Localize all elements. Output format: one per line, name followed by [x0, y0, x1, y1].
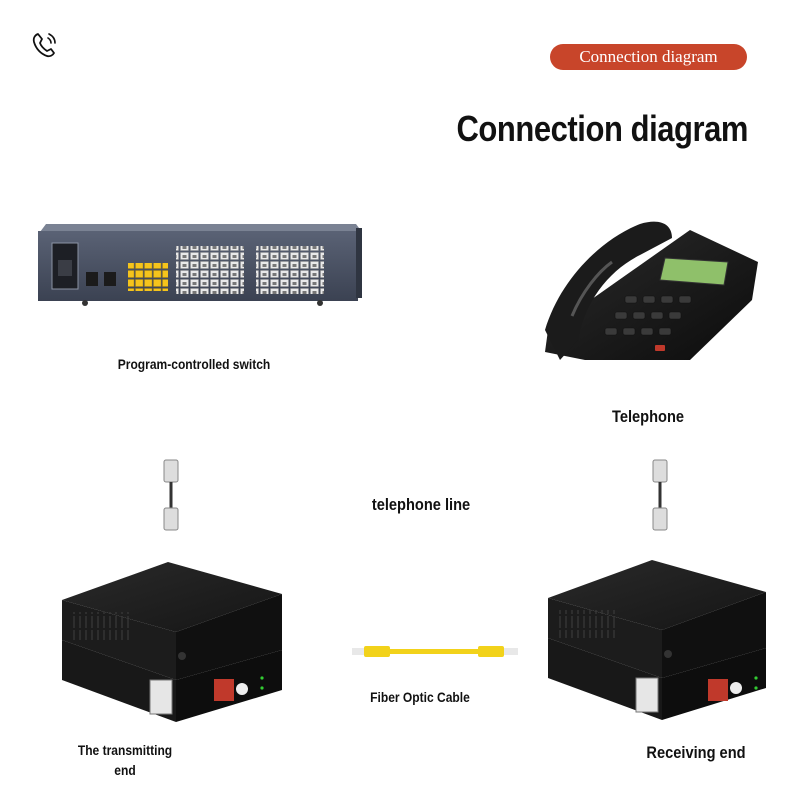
receiving-end-label: Receiving end	[646, 743, 746, 762]
receiver-transceiver-image	[548, 560, 766, 720]
transmitting-end-label-line1: The transmitting	[77, 742, 173, 758]
page-title: Connection diagram	[456, 108, 748, 149]
fiber-cable-label: Fiber Optic Cable	[370, 689, 470, 705]
connection-diagram-badge: Connection diagram	[550, 44, 747, 70]
switch-label: Program-controlled switch	[117, 356, 271, 372]
pbx-switch-image	[38, 224, 362, 306]
transmitting-end-label-line2: end	[114, 762, 136, 778]
transmitter-transceiver-image	[62, 562, 282, 722]
desk-telephone-image	[545, 221, 758, 360]
telephone-label: Telephone	[611, 407, 685, 426]
fiber-optic-cable	[352, 646, 518, 657]
telephone-line-label: telephone line	[371, 495, 471, 514]
telephone-cable-left	[163, 459, 179, 531]
telephone-cable-right	[652, 459, 668, 531]
phone-signal-icon	[32, 33, 56, 58]
